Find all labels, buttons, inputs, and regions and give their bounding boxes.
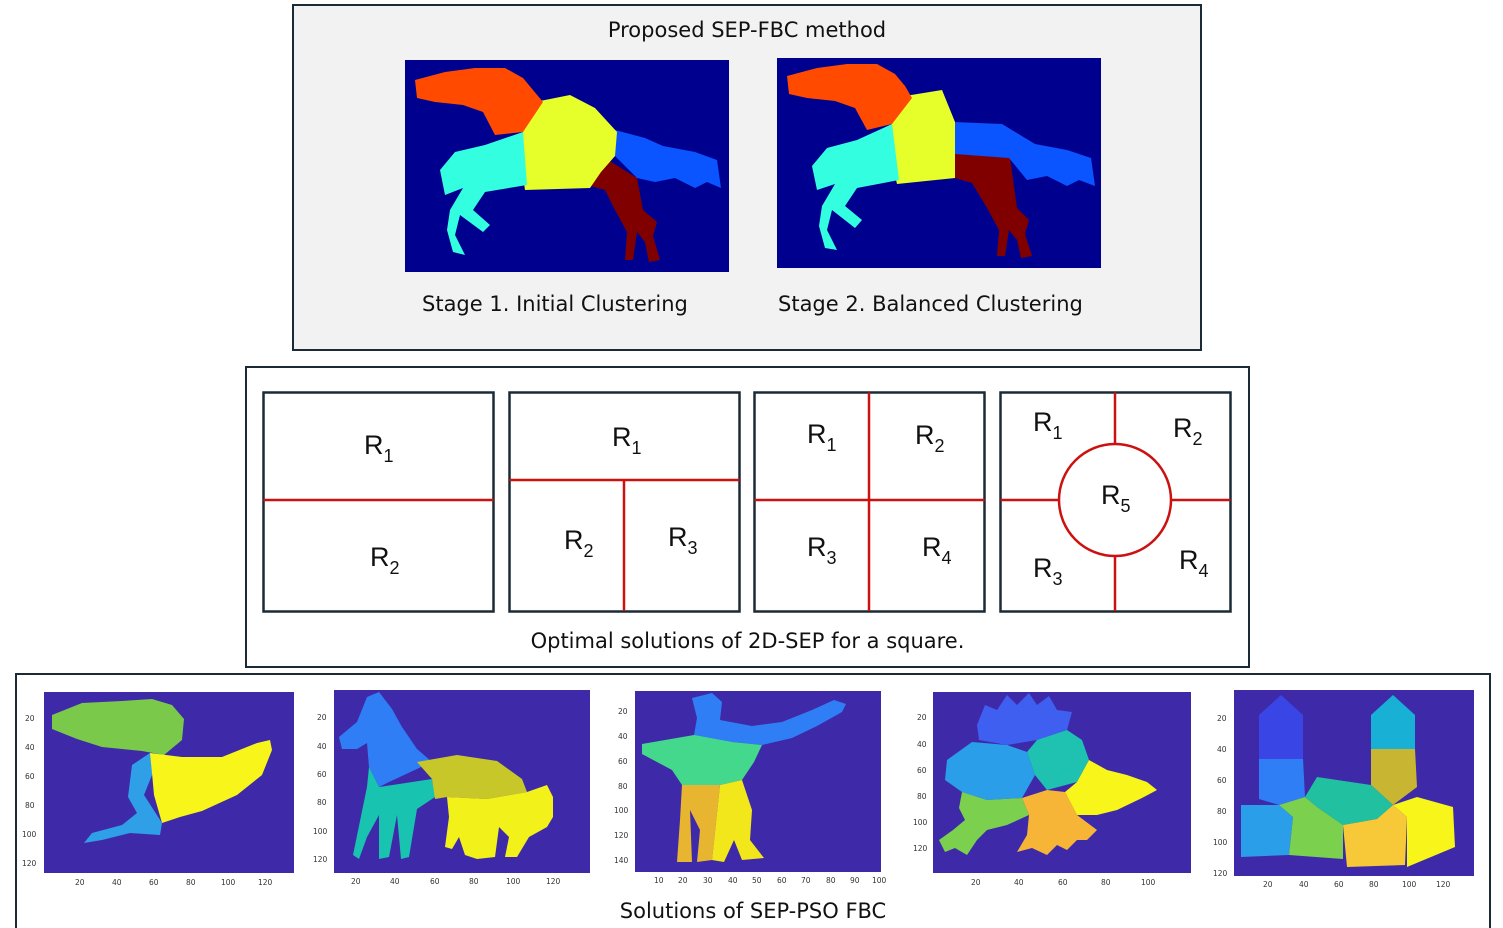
x-tick: 100 xyxy=(1141,878,1156,887)
x-tick: 70 xyxy=(801,876,811,885)
x-tick: 50 xyxy=(752,876,762,885)
y-tick: 100 xyxy=(22,830,37,839)
x-tick: 30 xyxy=(703,876,713,885)
y-tick: 40 xyxy=(618,732,628,741)
y-tick: 100 xyxy=(1213,838,1228,847)
sep-fbc-title: Proposed SEP-FBC method xyxy=(607,18,887,42)
square-three-regions: R1 R2 R3 xyxy=(508,391,741,613)
x-tick: 40 xyxy=(390,877,400,886)
x-tick: 80 xyxy=(1101,878,1111,887)
x-tick: 90 xyxy=(850,876,860,885)
x-tick: 40 xyxy=(112,878,122,887)
x-tick: 40 xyxy=(1014,878,1024,887)
x-tick: 60 xyxy=(777,876,787,885)
plot-rooster: 20 40 60 80 100 120 20 40 60 80 100 xyxy=(913,692,1191,887)
region-label-r3: R3 xyxy=(1033,553,1063,589)
y-tick: 60 xyxy=(917,766,927,775)
x-tick: 60 xyxy=(149,878,159,887)
y-tick: 20 xyxy=(1217,714,1227,723)
x-tick: 120 xyxy=(1436,880,1451,889)
y-tick: 60 xyxy=(317,770,327,779)
sep-pso-fbc-caption: Solutions of SEP-PSO FBC xyxy=(619,899,887,923)
region-label-r3: R3 xyxy=(668,522,698,558)
region-label-r2: R2 xyxy=(370,542,400,578)
y-tick: 60 xyxy=(25,772,35,781)
x-tick: 60 xyxy=(1058,878,1068,887)
x-tick: 20 xyxy=(1263,880,1273,889)
square-five-regions: R1 R2 R5 R3 R4 xyxy=(999,391,1232,613)
region-label-r5: R5 xyxy=(1101,480,1131,516)
x-tick: 10 xyxy=(654,876,664,885)
x-tick: 100 xyxy=(1402,880,1417,889)
y-tick: 80 xyxy=(618,782,628,791)
y-tick: 60 xyxy=(618,757,628,766)
y-tick: 140 xyxy=(614,856,629,865)
2d-sep-caption: Optimal solutions of 2D-SEP for a square… xyxy=(530,629,965,653)
y-tick: 120 xyxy=(313,855,328,864)
y-tick: 100 xyxy=(313,827,328,836)
square-two-regions: R1 R2 xyxy=(262,391,495,613)
y-tick: 120 xyxy=(22,859,37,868)
square-four-regions: R1 R2 R3 R4 xyxy=(753,391,986,613)
x-tick: 120 xyxy=(546,877,561,886)
y-tick: 40 xyxy=(917,740,927,749)
plot-bird: 20 40 60 80 100 120 20 40 60 80 100 120 xyxy=(22,692,294,887)
sep-fbc-method-panel: Proposed SEP-FBC method Stage 1. Initial… xyxy=(292,4,1202,351)
y-tick: 20 xyxy=(917,713,927,722)
stage2-balanced-clustering-image xyxy=(777,58,1101,268)
x-tick: 20 xyxy=(75,878,85,887)
x-tick: 80 xyxy=(469,877,479,886)
x-tick: 60 xyxy=(430,877,440,886)
region-label-r3: R3 xyxy=(807,532,837,568)
y-tick: 40 xyxy=(1217,745,1227,754)
stage2-caption: Stage 2. Balanced Clustering xyxy=(778,292,1083,316)
region-label-r1: R1 xyxy=(807,419,837,455)
region-label-r4: R4 xyxy=(1179,545,1209,581)
y-tick: 40 xyxy=(317,742,327,751)
x-tick: 80 xyxy=(1369,880,1379,889)
x-tick: 100 xyxy=(506,877,521,886)
x-tick: 100 xyxy=(221,878,236,887)
x-tick: 60 xyxy=(1334,880,1344,889)
region-label-r2: R2 xyxy=(1173,413,1203,449)
plot-guitar-player: 20 40 60 80 100 120 140 10 20 30 40 50 6… xyxy=(614,691,887,885)
x-tick: 40 xyxy=(728,876,738,885)
stage1-caption: Stage 1. Initial Clustering xyxy=(422,292,688,316)
y-tick: 120 xyxy=(913,844,928,853)
region-label-r2: R2 xyxy=(915,420,945,456)
stage1-initial-clustering-image xyxy=(405,60,729,272)
y-tick: 20 xyxy=(25,714,35,723)
y-tick: 80 xyxy=(317,798,327,807)
y-tick: 100 xyxy=(913,818,928,827)
x-tick: 20 xyxy=(678,876,688,885)
sep-pso-fbc-solutions-panel: 20 40 60 80 100 120 20 40 60 80 100 120 … xyxy=(15,673,1491,928)
x-tick: 20 xyxy=(971,878,981,887)
plot-horse: 20 40 60 80 100 120 20 40 60 80 100 120 xyxy=(313,690,590,886)
y-tick: 80 xyxy=(917,792,927,801)
y-tick: 20 xyxy=(618,707,628,716)
region-label-r4: R4 xyxy=(922,532,952,568)
2d-sep-solutions-panel: R1 R2 R1 R2 R3 R1 R2 R3 R4 R1 R2 R5 R3 R… xyxy=(245,366,1250,668)
region-label-r1: R1 xyxy=(612,422,642,458)
y-tick: 80 xyxy=(1217,807,1227,816)
y-tick: 100 xyxy=(614,806,629,815)
region-label-r1: R1 xyxy=(364,430,394,466)
x-tick: 80 xyxy=(186,878,196,887)
y-tick: 20 xyxy=(317,713,327,722)
y-tick: 120 xyxy=(614,831,629,840)
x-tick: 80 xyxy=(826,876,836,885)
x-tick: 40 xyxy=(1299,880,1309,889)
y-tick: 80 xyxy=(25,801,35,810)
y-tick: 60 xyxy=(1217,776,1227,785)
y-tick: 120 xyxy=(1213,869,1228,878)
x-tick: 20 xyxy=(351,877,361,886)
y-tick: 40 xyxy=(25,743,35,752)
x-tick: 100 xyxy=(872,876,887,885)
plot-castle: 20 40 60 80 100 120 20 40 60 80 100 120 xyxy=(1213,690,1474,889)
region-label-r2: R2 xyxy=(564,525,594,561)
x-tick: 120 xyxy=(258,878,273,887)
region-label-r1: R1 xyxy=(1033,407,1063,443)
